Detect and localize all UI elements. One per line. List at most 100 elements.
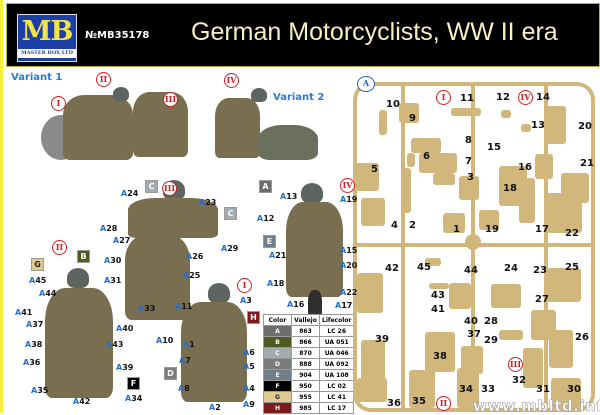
vallejo-code: 904: [291, 369, 320, 381]
sprue-part: [523, 348, 543, 388]
vallejo-code: 955: [291, 391, 320, 403]
part-callout: A17: [335, 301, 353, 310]
part-number: 26: [575, 332, 589, 343]
part-callout: A26: [186, 252, 204, 261]
part-callout: A15: [340, 246, 358, 255]
part-callout: A39: [116, 363, 134, 372]
part-number: 4: [391, 220, 398, 231]
logo-text: MB: [21, 16, 74, 47]
page-title: German Motorcyclists, WW II era: [191, 18, 558, 46]
part-number: 17: [535, 224, 549, 235]
figure-shape: [181, 302, 247, 402]
part-callout: A23: [199, 198, 217, 207]
sprue-part: [449, 283, 471, 309]
part-callout: A29: [221, 244, 239, 253]
part-callout: A22: [340, 288, 358, 297]
color-code-box: G: [31, 258, 44, 271]
sprue-label: A: [357, 76, 375, 92]
sprue-part: [419, 153, 457, 173]
helmet-shape: [208, 283, 230, 303]
part-number: 14: [536, 92, 550, 103]
sprue-part: [451, 108, 481, 116]
part-number: 25: [565, 262, 579, 273]
part-callout: A6: [243, 348, 255, 357]
sprue-figure-i: I: [436, 90, 451, 105]
lifecolor-code: UA 108: [318, 369, 355, 381]
sprue-part: [461, 346, 483, 374]
figure-number-iii: III: [163, 92, 178, 107]
helmet-shape: [301, 183, 323, 203]
part-number: 41: [431, 304, 445, 315]
part-number: 1: [453, 224, 460, 235]
part-callout: A4: [243, 384, 255, 393]
figure-shape: [63, 95, 133, 160]
figure-shape: [286, 202, 343, 297]
part-callout: A1: [183, 340, 195, 349]
part-number: 45: [417, 262, 431, 273]
sprue-part: [521, 124, 531, 132]
sprue-part: [433, 173, 455, 185]
color-code-box: B: [77, 250, 90, 263]
sprue-figure-iii: III: [508, 357, 523, 372]
part-number: 6: [423, 151, 430, 162]
part-number: 21: [580, 158, 594, 169]
part-callout: A18: [267, 279, 285, 288]
sprue-part: [547, 193, 582, 233]
part-callout: A24: [121, 189, 139, 198]
vallejo-code: 863: [291, 325, 320, 337]
part-number: 12: [496, 92, 510, 103]
part-number: 8: [465, 135, 472, 146]
part-number: 35: [412, 396, 426, 407]
sprue-part: [361, 198, 385, 226]
part-number: 42: [385, 263, 399, 274]
sprue-part: [491, 284, 521, 308]
part-callout: A28: [100, 224, 118, 233]
helmet-shape: [67, 268, 89, 288]
catalog-number: №MB35178: [85, 30, 150, 41]
color-swatch: H: [263, 402, 292, 414]
part-number: 38: [433, 351, 447, 362]
part-number: 43: [431, 290, 445, 301]
watermark: www.mbltd.info: [473, 397, 600, 415]
part-number: 40: [464, 316, 478, 327]
lifecolor-code: LC 02: [318, 380, 355, 392]
color-swatch: B: [263, 336, 292, 348]
part-number: 33: [481, 384, 495, 395]
figure-number-i: I: [237, 278, 252, 293]
part-number: 10: [386, 99, 400, 110]
sprue-part: [425, 332, 455, 372]
lifecolor-code: LC 41: [318, 391, 355, 403]
color-swatch: F: [263, 380, 292, 392]
sprue-part: [411, 138, 441, 153]
sprue-part: [457, 368, 479, 408]
part-number: 23: [533, 265, 547, 276]
sprue-gate: [465, 234, 481, 250]
col-header: Color: [263, 314, 292, 326]
part-callout: A33: [138, 304, 156, 313]
figure-number-ii: II: [96, 72, 111, 87]
color-code-box: E: [263, 235, 276, 248]
figure-number-iii: III: [162, 181, 177, 196]
figure-number-iv: IV: [340, 178, 355, 193]
part-callout: A37: [26, 320, 44, 329]
part-callout: A45: [29, 276, 47, 285]
sprue-part: [547, 268, 581, 302]
sprue-part: [355, 163, 379, 191]
part-number: 22: [565, 228, 579, 239]
color-code-box: C: [145, 180, 158, 193]
part-number: 5: [371, 164, 378, 175]
figure-number-ii: II: [52, 240, 67, 255]
part-number: 9: [409, 113, 416, 124]
sprue-part: [357, 378, 387, 402]
color-code-box: F: [127, 377, 140, 390]
part-callout: A5: [243, 362, 255, 371]
part-callout: A19: [340, 195, 358, 204]
col-header: Vallejo: [291, 314, 320, 326]
part-number: 44: [464, 265, 478, 276]
part-callout: A31: [104, 276, 122, 285]
